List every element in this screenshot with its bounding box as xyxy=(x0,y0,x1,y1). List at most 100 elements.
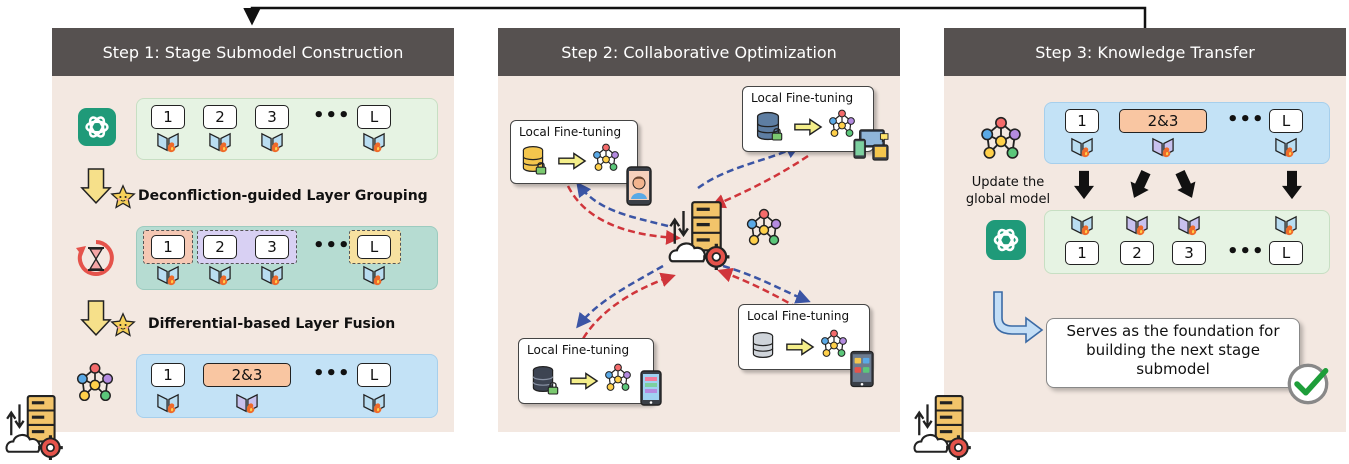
layer-box: 2 xyxy=(1120,241,1154,265)
ellipsis: ••• xyxy=(1227,109,1265,130)
chatgpt-icon xyxy=(78,108,116,146)
timer-reset-icon xyxy=(74,236,118,280)
step2-body: Local Fine-tuning Local Fine-tuning Loca… xyxy=(498,76,900,432)
lora-adapter-icon xyxy=(1070,215,1094,237)
step3-body: 1 2&3 ••• L Update the global model 1 2 … xyxy=(944,76,1346,432)
layer-box: L xyxy=(357,235,391,259)
smartphone-app-icon xyxy=(640,370,662,406)
lora-adapter-icon xyxy=(1070,137,1094,159)
chatgpt-icon xyxy=(986,220,1026,260)
down-arrow-icon xyxy=(80,298,112,338)
lora-adapter-icon xyxy=(1177,215,1201,237)
client-card-3: Local Fine-tuning xyxy=(518,338,654,404)
communication-arrows xyxy=(566,144,811,349)
step1-body: 1 2 3 ••• L Deconfliction-guided Layer G… xyxy=(52,76,454,432)
lora-adapter-icon xyxy=(1274,215,1298,237)
central-server-icon xyxy=(668,200,734,270)
feedback-loop-arrow xyxy=(243,6,1147,28)
client-label: Local Fine-tuning xyxy=(747,309,850,323)
client-label: Local Fine-tuning xyxy=(527,343,630,357)
updated-model-strip: 1 2 3 ••• L xyxy=(1044,210,1330,274)
submodel-strip: 1 2&3 ••• L xyxy=(1044,102,1330,164)
layer-box: 3 xyxy=(1172,241,1206,265)
curved-arrow-icon xyxy=(993,291,1044,344)
foundation-textbox: Serves as the foundation for building th… xyxy=(1046,318,1300,388)
lora-adapter-icon xyxy=(208,265,232,287)
layer-box: L xyxy=(1269,241,1303,265)
ellipsis: ••• xyxy=(313,105,351,126)
layer-box: L xyxy=(357,363,391,387)
layer-box: 1 xyxy=(1065,241,1099,265)
lora-adapter-icon xyxy=(362,265,386,287)
arrow-right-icon xyxy=(557,151,587,171)
database-icon xyxy=(751,331,775,359)
arrow-down-icon xyxy=(1074,170,1094,200)
step1-title: Step 1: Stage Submodel Construction xyxy=(52,28,454,76)
down-arrow-icon xyxy=(80,166,112,206)
ellipsis: ••• xyxy=(313,235,351,256)
lora-adapter-icon xyxy=(1274,137,1298,159)
local-model-icon xyxy=(603,363,633,393)
layer-box: L xyxy=(1269,109,1303,133)
update-global-model-label: Update the global model xyxy=(965,175,1051,207)
merged-layer-box: 2&3 xyxy=(203,363,291,387)
network-icon xyxy=(74,362,116,404)
lock-icon xyxy=(771,127,783,141)
arrow-down-right-icon xyxy=(1176,170,1196,200)
layer-box: 1 xyxy=(151,363,185,387)
step2-panel: Step 2: Collaborative Optimization Local… xyxy=(498,28,900,432)
local-model-icon xyxy=(591,143,621,173)
lora-adapter-icon xyxy=(362,393,386,415)
arrow-right-icon xyxy=(785,337,815,357)
step2-title: Step 2: Collaborative Optimization xyxy=(498,28,900,76)
lora-adapter-icon xyxy=(1151,137,1175,159)
ellipsis: ••• xyxy=(1227,241,1265,262)
layer-box: 3 xyxy=(255,105,289,129)
star-mascot-icon xyxy=(110,312,136,338)
lora-adapter-icon xyxy=(208,132,232,154)
arrow-down-left-icon xyxy=(1130,170,1150,200)
merged-layer-box: 2&3 xyxy=(1119,109,1207,133)
layer-grouping-caption: Deconfliction-guided Layer Grouping xyxy=(138,188,428,204)
client-card-4: Local Fine-tuning xyxy=(738,304,870,370)
server-cloud-icon xyxy=(4,394,68,460)
client-card-2: Local Fine-tuning xyxy=(742,86,874,152)
fused-layer-strip: 1 2&3 ••• L xyxy=(136,354,438,418)
lora-adapter-icon xyxy=(362,132,386,154)
layer-box: L xyxy=(357,105,391,129)
lora-adapter-icon xyxy=(1125,215,1149,237)
layer-box: 1 xyxy=(151,105,185,129)
devices-icon xyxy=(852,128,890,162)
local-model-icon xyxy=(819,329,849,359)
tablet-icon xyxy=(850,350,874,388)
lora-adapter-icon xyxy=(260,265,284,287)
lock-icon xyxy=(535,161,547,175)
lora-adapter-icon xyxy=(235,393,259,415)
lora-adapter-icon xyxy=(260,132,284,154)
arrow-right-icon xyxy=(569,371,599,391)
layer-box: 2 xyxy=(203,235,237,259)
layer-box: 1 xyxy=(1065,109,1099,133)
server-cloud-icon xyxy=(912,394,976,460)
lora-adapter-icon xyxy=(156,265,180,287)
client-label: Local Fine-tuning xyxy=(751,91,854,105)
lock-icon xyxy=(547,381,559,395)
lora-adapter-icon xyxy=(156,393,180,415)
layer-fusion-caption: Differential-based Layer Fusion xyxy=(148,316,396,332)
original-layer-strip: 1 2 3 ••• L xyxy=(136,98,438,160)
smartphone-user-icon xyxy=(626,166,652,206)
client-card-1: Local Fine-tuning xyxy=(510,120,638,184)
layer-box: 2 xyxy=(203,105,237,129)
lora-adapter-icon xyxy=(156,132,180,154)
network-icon xyxy=(978,116,1024,162)
layer-box: 3 xyxy=(255,235,289,259)
global-model-network-icon xyxy=(744,208,784,248)
grouped-layer-strip: 1 2 3 ••• L xyxy=(136,226,438,290)
client-label: Local Fine-tuning xyxy=(519,125,622,139)
arrow-right-icon xyxy=(793,117,823,137)
arrow-down-icon xyxy=(1282,170,1302,200)
step1-panel: Step 1: Stage Submodel Construction 1 2 … xyxy=(52,28,454,432)
ellipsis: ••• xyxy=(313,363,351,384)
layer-box: 1 xyxy=(151,235,185,259)
step3-title: Step 3: Knowledge Transfer xyxy=(944,28,1346,76)
